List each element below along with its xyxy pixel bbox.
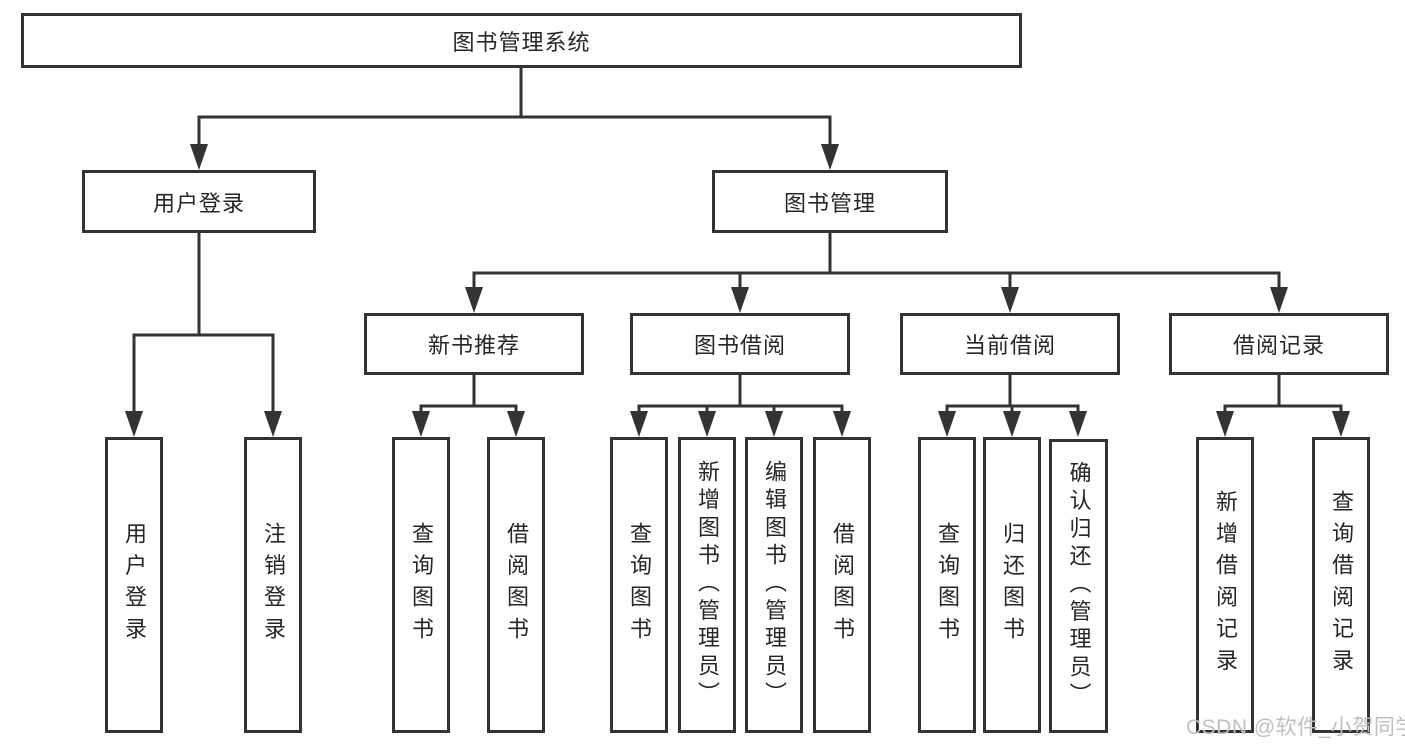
leaf-query-book-1: 查询图书 — [392, 437, 450, 733]
arrowheads — [125, 144, 1350, 437]
node-book-borrow-label: 图书借阅 — [693, 333, 786, 358]
node-root-label: 图书管理系统 — [452, 29, 591, 55]
node-new-book-recommend: 新书推荐 — [364, 313, 584, 375]
leaf-logout-label: 注销登录 — [261, 521, 286, 649]
leaf-query-book-3-label: 查询图书 — [935, 521, 960, 649]
leaf-return-book-label: 归还图书 — [1000, 521, 1025, 649]
node-new-book-recommend-label: 新书推荐 — [427, 333, 520, 358]
leaf-user-login-label: 用户登录 — [122, 521, 147, 649]
node-book-management: 图书管理 — [712, 170, 948, 233]
leaf-query-book-2: 查询图书 — [610, 437, 668, 733]
leaf-query-book-3: 查询图书 — [918, 437, 976, 733]
leaf-confirm-return-admin: 确认归还（管理员） — [1049, 439, 1108, 733]
leaf-add-borrow-record-label: 新增借阅记录 — [1213, 489, 1238, 681]
leaf-query-book-1-label: 查询图书 — [409, 521, 434, 649]
node-current-borrow-label: 当前借阅 — [963, 333, 1056, 358]
node-book-borrow: 图书借阅 — [630, 313, 850, 375]
leaf-add-book-admin: 新增图书（管理员） — [678, 437, 736, 733]
leaf-borrow-book-2: 借阅图书 — [813, 437, 871, 733]
leaf-query-borrow-record-label: 查询借阅记录 — [1329, 489, 1354, 681]
node-borrow-record-label: 借阅记录 — [1232, 333, 1325, 358]
node-current-borrow: 当前借阅 — [900, 313, 1120, 375]
leaf-logout: 注销登录 — [244, 437, 302, 733]
node-root: 图书管理系统 — [21, 13, 1022, 68]
leaf-query-borrow-record: 查询借阅记录 — [1312, 437, 1370, 733]
node-book-management-label: 图书管理 — [783, 190, 876, 216]
node-user-login-label: 用户登录 — [152, 190, 245, 216]
leaf-add-book-admin-label: 新增图书（管理员） — [695, 460, 720, 710]
leaf-query-book-2-label: 查询图书 — [627, 521, 652, 649]
leaf-borrow-book-1-label: 借阅图书 — [504, 521, 529, 649]
leaf-return-book: 归还图书 — [983, 437, 1041, 733]
leaf-borrow-book-2-label: 借阅图书 — [830, 521, 855, 649]
leaf-edit-book-admin: 编辑图书（管理员） — [745, 437, 803, 733]
leaf-borrow-book-1: 借阅图书 — [487, 437, 545, 733]
leaf-user-login: 用户登录 — [105, 437, 163, 733]
node-user-login: 用户登录 — [82, 170, 316, 233]
csdn-watermark: CSDN @软件_小贺同学 — [1186, 716, 1405, 739]
leaf-edit-book-admin-label: 编辑图书（管理员） — [762, 460, 787, 710]
leaf-confirm-return-admin-label: 确认归还（管理员） — [1066, 461, 1092, 711]
node-borrow-record: 借阅记录 — [1169, 313, 1389, 375]
leaf-add-borrow-record: 新增借阅记录 — [1196, 437, 1254, 733]
